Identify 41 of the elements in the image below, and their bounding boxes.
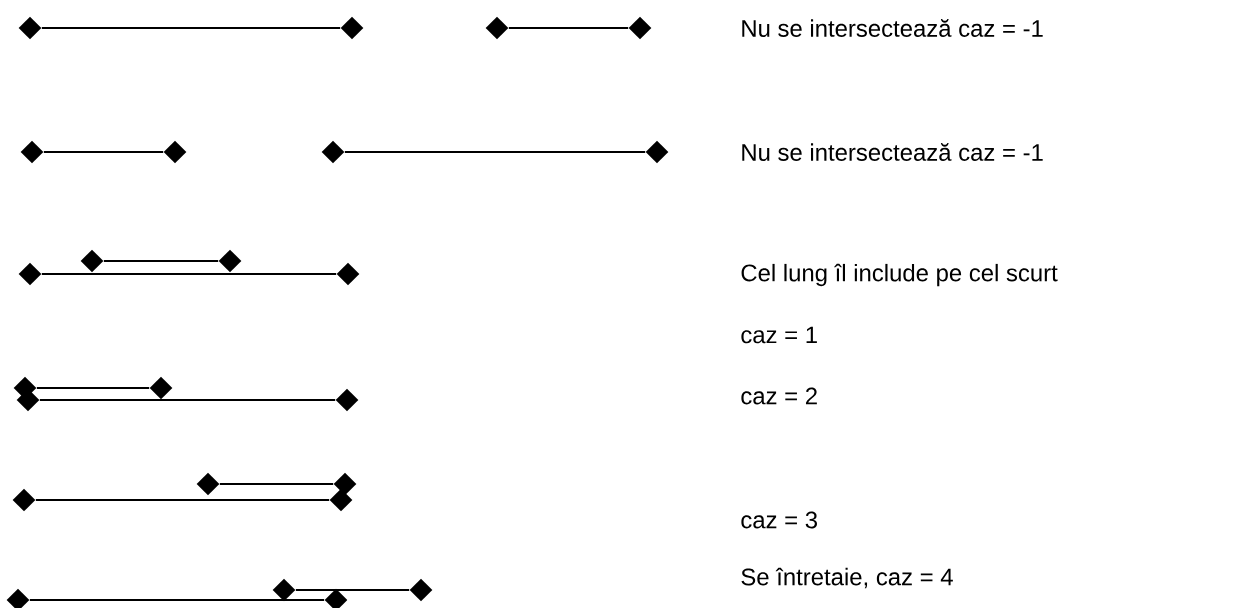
segment-line	[343, 151, 647, 153]
segment-line	[40, 273, 338, 275]
segment-line	[28, 599, 326, 601]
diamond-marker	[324, 588, 348, 608]
case-label: caz = 2	[741, 387, 817, 405]
case-label: Nu se intersectează caz = -1	[742, 19, 1043, 37]
segment-line	[218, 483, 335, 485]
segment-line	[294, 589, 411, 591]
diamond-marker	[485, 16, 509, 40]
diamond-marker	[409, 578, 433, 602]
segment-line	[42, 151, 165, 153]
diamond-marker	[218, 249, 242, 273]
diamond-marker	[333, 472, 357, 496]
diamond-marker	[340, 16, 364, 40]
diamond-marker	[336, 262, 360, 286]
diamond-marker	[321, 140, 345, 164]
segment-line	[40, 27, 342, 29]
diamond-marker	[18, 262, 42, 286]
segment-line	[507, 27, 630, 29]
diamond-marker	[80, 249, 104, 273]
segment-line	[38, 399, 337, 401]
case-label: Cel lung îl include pe cel scurt	[741, 263, 1058, 287]
case-label: caz = 1	[741, 326, 817, 344]
diamond-marker	[12, 488, 36, 512]
diamond-marker	[329, 488, 353, 512]
diamond-marker	[163, 140, 187, 164]
diamond-marker	[196, 472, 220, 496]
diamond-marker	[20, 140, 44, 164]
diamond-marker	[149, 376, 173, 400]
diamond-marker	[272, 578, 296, 602]
diamond-marker	[6, 588, 30, 608]
segment-line	[34, 499, 331, 501]
case-label: Nu se intersectează caz = -1	[742, 143, 1043, 161]
segment-line	[102, 260, 220, 262]
diamond-marker	[335, 388, 359, 412]
diamond-marker	[628, 16, 652, 40]
diamond-marker	[18, 16, 42, 40]
segment-line	[35, 387, 151, 389]
case-label: Se întretaie, caz = 4	[741, 567, 953, 589]
diamond-marker	[645, 140, 669, 164]
case-label: caz = 3	[741, 511, 817, 529]
